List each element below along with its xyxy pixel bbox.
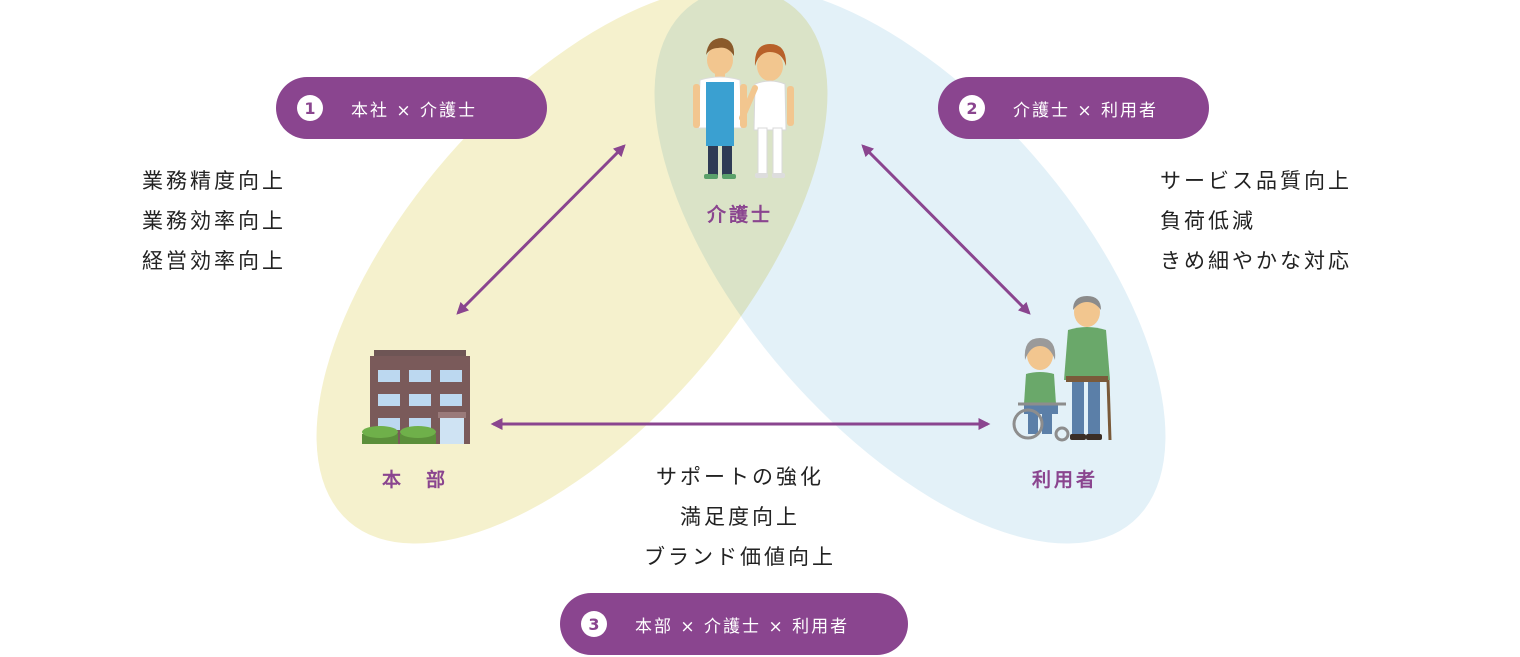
arrow-hq-caregiver [456,144,626,315]
relation-3-number: 3 [581,611,607,637]
relation-3-badge: 3 本部 × 介護士 × 利用者 [560,593,908,655]
benefit-item: サービス品質向上 [1160,169,1352,193]
benefit-item: サポートの強化 [656,465,824,489]
relation-2-badge: 2 介護士 × 利用者 [938,77,1209,139]
benefit-item: きめ細やかな対応 [1160,249,1352,273]
users-label: 利用者 [1031,469,1098,491]
benefit-item: 業務精度向上 [142,169,286,193]
relation-3-benefits: サポートの強化 満足度向上 ブランド価値向上 [620,457,860,577]
headquarters-label: 本 部 [381,469,448,491]
benefit-item: 経営効率向上 [142,249,286,273]
relation-3-title: 本部 × 介護士 × 利用者 [635,616,850,637]
relation-1-number: 1 [297,95,323,121]
elderly-users-icon [1012,296,1112,442]
benefit-item: 満足度向上 [680,505,800,529]
relation-2-title: 介護士 × 利用者 [1013,100,1159,121]
relation-2-benefits: サービス品質向上 負荷低減 きめ細やかな対応 [1160,161,1352,281]
office-building-icon [362,350,470,444]
relation-1-benefits: 業務精度向上 業務効率向上 経営効率向上 [142,161,286,281]
relation-2-number: 2 [959,95,985,121]
benefit-item: ブランド価値向上 [644,545,836,569]
benefit-item: 負荷低減 [1160,209,1256,233]
benefit-item: 業務効率向上 [142,209,286,233]
relation-1-badge: 1 本社 × 介護士 [276,77,547,139]
caregivers-icon [693,38,794,179]
relation-1-title: 本社 × 介護士 [351,100,478,121]
caregiver-label: 介護士 [706,204,773,226]
arrow-caregiver-users [861,144,1031,315]
